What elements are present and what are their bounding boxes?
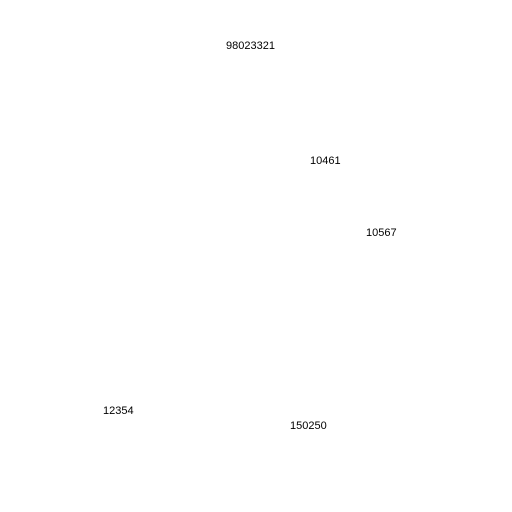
number-label: 150250 — [290, 420, 327, 432]
number-label: 98023321 — [226, 40, 275, 52]
number-label: 10461 — [310, 155, 341, 167]
number-label: 10567 — [366, 227, 397, 239]
number-label: 12354 — [103, 405, 134, 417]
